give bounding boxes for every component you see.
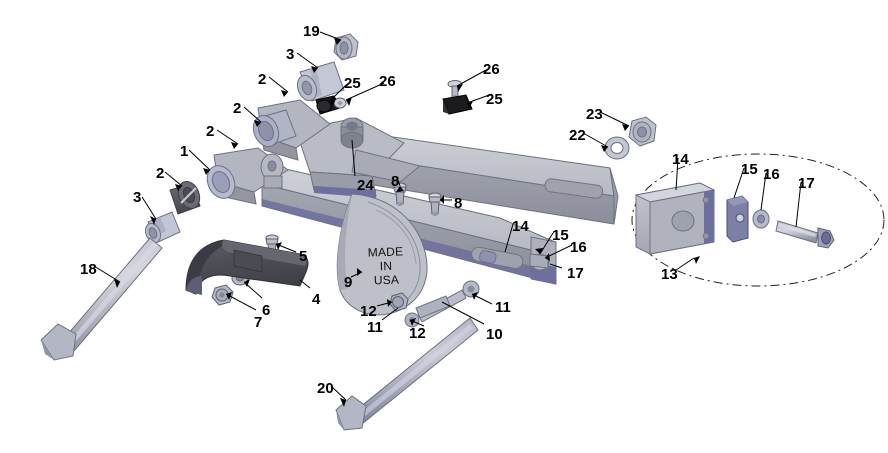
part-4-chain-guard [185, 239, 309, 295]
callout-19: 19 [303, 23, 320, 40]
callout-26: 26 [379, 73, 396, 90]
callout-7: 7 [254, 314, 263, 331]
callout-16: 16 [570, 239, 587, 256]
callout-4: 4 [312, 291, 321, 308]
part-3-sleeve-top [296, 61, 345, 102]
callout-11: 11 [367, 319, 383, 336]
callout-3: 3 [286, 46, 295, 63]
callout-26: 26 [483, 61, 500, 78]
callout-10: 10 [486, 326, 503, 343]
callout-25: 25 [344, 75, 361, 92]
callout-3: 3 [133, 189, 142, 206]
callout-22: 22 [569, 127, 586, 144]
made-in-usa-marking: MADE IN USA [361, 244, 410, 288]
callout-2: 2 [206, 123, 215, 140]
part-15-adjuster-plate [726, 195, 749, 243]
callout-20: 20 [317, 380, 334, 397]
callout-17: 17 [798, 175, 815, 192]
part-8-flange-bolt-b [428, 192, 442, 216]
callout-16: 16 [763, 166, 780, 183]
part-1-pivot-tube [206, 165, 236, 199]
callout-14: 14 [512, 218, 529, 235]
callout-17: 17 [567, 265, 584, 282]
part-26-guide-screw-on-arm [333, 97, 347, 109]
callout-5: 5 [299, 248, 308, 265]
part-3-sleeve-left [145, 211, 181, 244]
callout-15: 15 [552, 227, 569, 244]
callout-8: 8 [391, 173, 400, 190]
part-17-adjuster-bolt [775, 220, 835, 249]
callout-14: 14 [672, 151, 689, 168]
callout-1: 1 [180, 143, 189, 160]
callout-12: 12 [409, 325, 426, 342]
callout-24: 24 [357, 177, 374, 194]
callout-13: 13 [661, 266, 678, 283]
callout-2: 2 [156, 165, 165, 182]
callout-15: 15 [741, 161, 758, 178]
part-18-pivot-bolt [40, 237, 163, 361]
part-16-adjuster-washer [752, 209, 770, 229]
part-2-bushing-a [169, 180, 201, 215]
part-24-shock-pin [340, 117, 364, 149]
callout-2: 2 [233, 100, 242, 117]
callout-23: 23 [586, 106, 603, 123]
part-14-adjuster-block [634, 182, 716, 255]
callout-9: 9 [344, 274, 353, 291]
part-12-jam-nut-a [389, 292, 409, 312]
adjuster-hardware-on-arm [529, 253, 550, 271]
callout-25: 25 [486, 91, 503, 108]
leader-arrowheads [114, 38, 700, 407]
callout-2: 2 [258, 71, 267, 88]
guard-mount-tab [260, 153, 284, 189]
part-25-cable-guide-loose [442, 94, 473, 115]
part-20-axle-bolt [335, 317, 479, 431]
arm-slot-upper [544, 178, 604, 199]
callout-8: 8 [454, 195, 463, 212]
callout-12: 12 [360, 303, 377, 320]
part-23-flange-nut [628, 116, 657, 147]
detail-bubble-13 [631, 153, 885, 287]
callout-18: 18 [80, 261, 97, 278]
part-22-flat-washer [604, 136, 630, 160]
callout-6: 6 [262, 302, 271, 319]
callout-11: 11 [495, 299, 511, 316]
part-19-pivot-nut [333, 33, 359, 61]
marking-line-3: USA [373, 272, 400, 288]
